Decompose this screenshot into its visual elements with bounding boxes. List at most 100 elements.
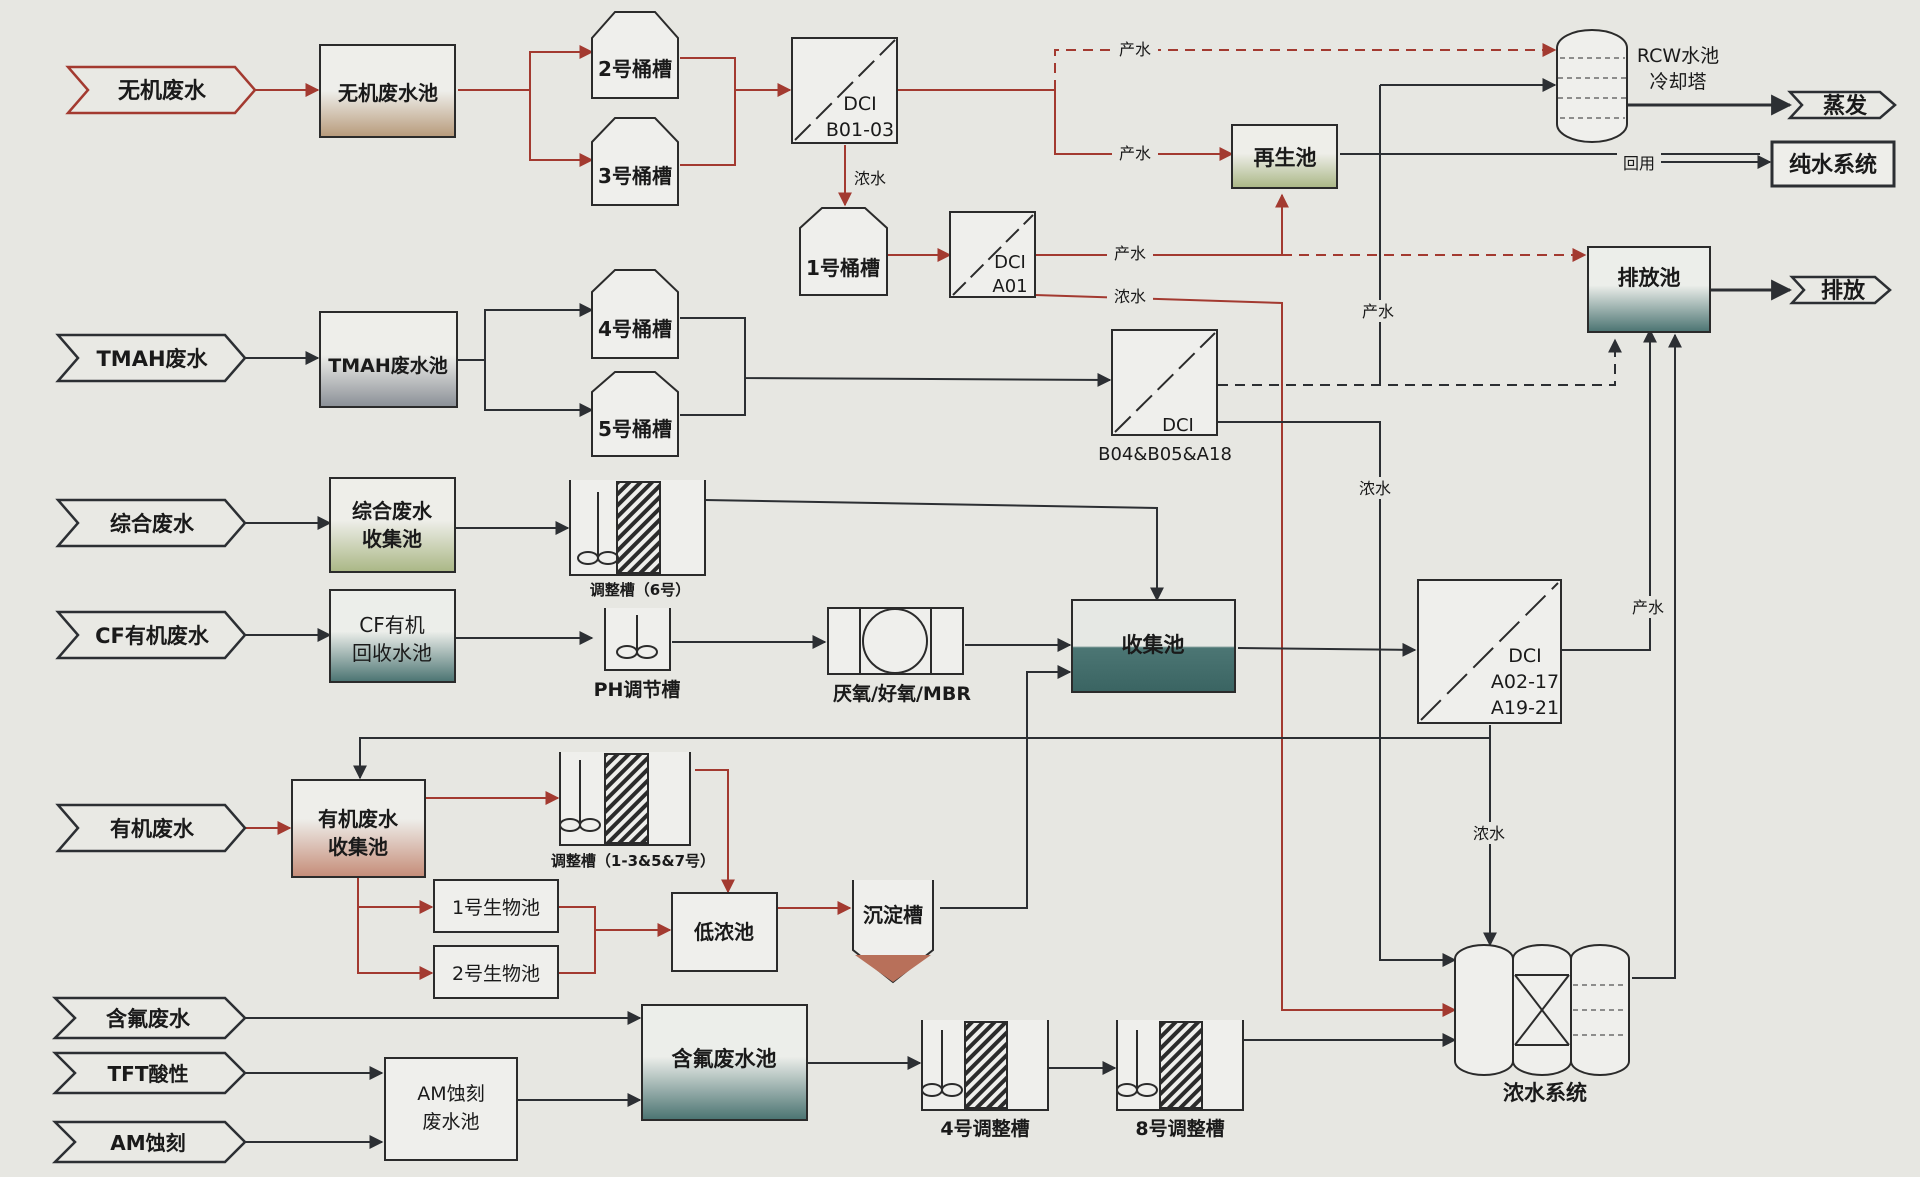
unit-label: 2号生物池: [452, 963, 540, 985]
unit-label: 4号桶槽: [598, 317, 672, 341]
unit-label: 综合废水: [352, 499, 433, 523]
unit-label: 收集池: [1122, 633, 1185, 657]
rcw-pool-cooling-tower: RCW水池 冷却塔: [1556, 29, 1719, 143]
settling-tank: 沉淀槽: [852, 880, 934, 984]
unit-label: 废水池: [422, 1111, 479, 1133]
general-wastewater-collection-pool: 综合废水 收集池: [329, 477, 456, 573]
input-tft-acid: TFT酸性: [51, 1051, 247, 1095]
dci-b01-03-membrane: DCI B01-03: [791, 37, 898, 144]
unit-label: 5号桶槽: [598, 417, 672, 441]
tmah-wastewater-pool: TMAH废水池: [319, 311, 458, 408]
flow-label-concentrate: 浓水: [1473, 824, 1505, 843]
output-label: 纯水系统: [1789, 152, 1877, 178]
unit-label: TMAH废水池: [328, 354, 447, 377]
unit-label: 1号桶槽: [806, 256, 880, 280]
am-etch-wastewater-pool: AM蚀刻 废水池: [384, 1057, 518, 1161]
input-label: 综合废水: [110, 512, 195, 536]
input-label: TFT酸性: [108, 1062, 189, 1086]
input-am-etch: AM蚀刻: [51, 1120, 247, 1164]
output-label: 排放: [1821, 278, 1866, 304]
bio-pool-2: 2号生物池: [433, 945, 559, 999]
flow-label-reuse: 回用: [1623, 154, 1655, 173]
input-label: 有机废水: [110, 817, 195, 841]
bio-pool-1: 1号生物池: [433, 879, 559, 933]
anaerobic-aerobic-mbr: 厌氧/好氧/MBR: [827, 607, 971, 705]
unit-label: 无机废水池: [338, 81, 438, 105]
cf-organic-recovery-pool: CF有机 回收水池: [329, 589, 456, 683]
tank-4: 4号桶槽: [591, 269, 679, 359]
unit-label: 1号生物池: [452, 897, 540, 919]
flow-label-concentrate: 浓水: [1114, 287, 1146, 306]
regeneration-pool: 再生池: [1231, 124, 1338, 189]
adjustment-tank-8: 8号调整槽: [1116, 1020, 1244, 1140]
flow-label-concentrate: 浓水: [854, 169, 886, 188]
discharge-pool: 排放池: [1587, 246, 1711, 333]
output-discharge: 排放: [1789, 275, 1892, 305]
input-cf-organic-wastewater: CF有机废水: [55, 610, 247, 660]
inorganic-wastewater-pool: 无机废水池: [319, 44, 456, 138]
unit-label: A19-21: [1491, 697, 1559, 719]
unit-label: DCI: [1162, 415, 1194, 436]
unit-label: 低浓池: [693, 920, 754, 944]
unit-label: 再生池: [1254, 146, 1317, 170]
unit-sublabel: B04&B05&A18: [1098, 444, 1232, 465]
unit-label: 调整槽（6号）: [590, 581, 690, 599]
unit-label: AM蚀刻: [417, 1083, 484, 1105]
unit-label: 收集池: [362, 527, 422, 551]
unit-label: 浓水系统: [1503, 1081, 1587, 1105]
dci-a01-membrane: DCI A01: [949, 211, 1036, 298]
flow-label-product: 产水: [1119, 40, 1151, 59]
tank-5: 5号桶槽: [591, 371, 679, 457]
adjustment-tank-6: 调整槽（6号）: [569, 480, 706, 599]
unit-label: DCI: [994, 252, 1026, 273]
input-label: 含氟废水: [106, 1007, 191, 1031]
unit-label: DCI: [843, 93, 877, 115]
concentrate-system: 浓水系统: [1454, 944, 1630, 1105]
unit-label: 2号桶槽: [598, 57, 672, 81]
organic-wastewater-collection-pool: 有机废水 收集池: [291, 779, 426, 878]
input-label: 无机废水: [118, 78, 207, 104]
unit-label: 调整槽（1-3&5&7号）: [551, 852, 715, 870]
flow-label-concentrate: 浓水: [1359, 479, 1391, 498]
unit-label: 8号调整槽: [1135, 1117, 1224, 1140]
unit-label: 排放池: [1618, 266, 1681, 290]
tank-2: 2号桶槽: [591, 11, 679, 99]
fluorine-wastewater-pool: 含氟废水池: [641, 1004, 808, 1121]
tank-1: 1号桶槽: [799, 207, 888, 296]
output-evaporation: 蒸发: [1787, 90, 1897, 120]
input-fluorine-wastewater: 含氟废水: [51, 996, 247, 1040]
adjustment-tank-4: 4号调整槽: [921, 1020, 1049, 1140]
input-organic-wastewater: 有机废水: [55, 803, 247, 853]
output-label: 蒸发: [1823, 93, 1868, 119]
flow-labels: 产水 产水 浓水 产水 浓水 回用 产水 浓水 产水 浓水: [854, 38, 1671, 844]
dci-b04-membrane: DCI B04&B05&A18: [1098, 329, 1232, 465]
unit-label: DCI: [1508, 645, 1542, 667]
low-concentration-pool: 低浓池: [671, 892, 778, 972]
flow-label-product: 产水: [1114, 244, 1146, 263]
ph-adjustment-tank: PH调节槽: [594, 608, 681, 701]
unit-label: 收集池: [328, 835, 388, 859]
output-pure-water-system: 纯水系统: [1770, 140, 1896, 188]
input-general-wastewater: 综合废水: [55, 498, 247, 548]
unit-label: PH调节槽: [594, 678, 681, 701]
input-label: AM蚀刻: [110, 1131, 185, 1155]
unit-label: 沉淀槽: [863, 903, 923, 927]
input-label: TMAH废水: [96, 347, 208, 371]
unit-label: 含氟废水池: [672, 1047, 777, 1071]
unit-label: 3号桶槽: [598, 164, 672, 188]
unit-label: A01: [992, 276, 1027, 297]
flow-label-product: 产水: [1632, 598, 1664, 617]
unit-label: 冷却塔: [1649, 71, 1706, 93]
unit-label: 4号调整槽: [940, 1117, 1029, 1140]
collection-pool: 收集池: [1071, 599, 1236, 693]
adjustment-tank-1-3-5-7: 调整槽（1-3&5&7号）: [551, 752, 715, 870]
dci-a02-membrane: DCI A02-17 A19-21: [1417, 579, 1562, 724]
unit-label: A02-17: [1491, 671, 1559, 693]
unit-label: B01-03: [826, 119, 894, 141]
input-tmah-wastewater: TMAH废水: [55, 333, 247, 383]
unit-label: 回收水池: [352, 641, 432, 665]
unit-label: 厌氧/好氧/MBR: [833, 682, 971, 705]
unit-label: 有机废水: [318, 807, 399, 831]
unit-label: RCW水池: [1637, 45, 1719, 67]
